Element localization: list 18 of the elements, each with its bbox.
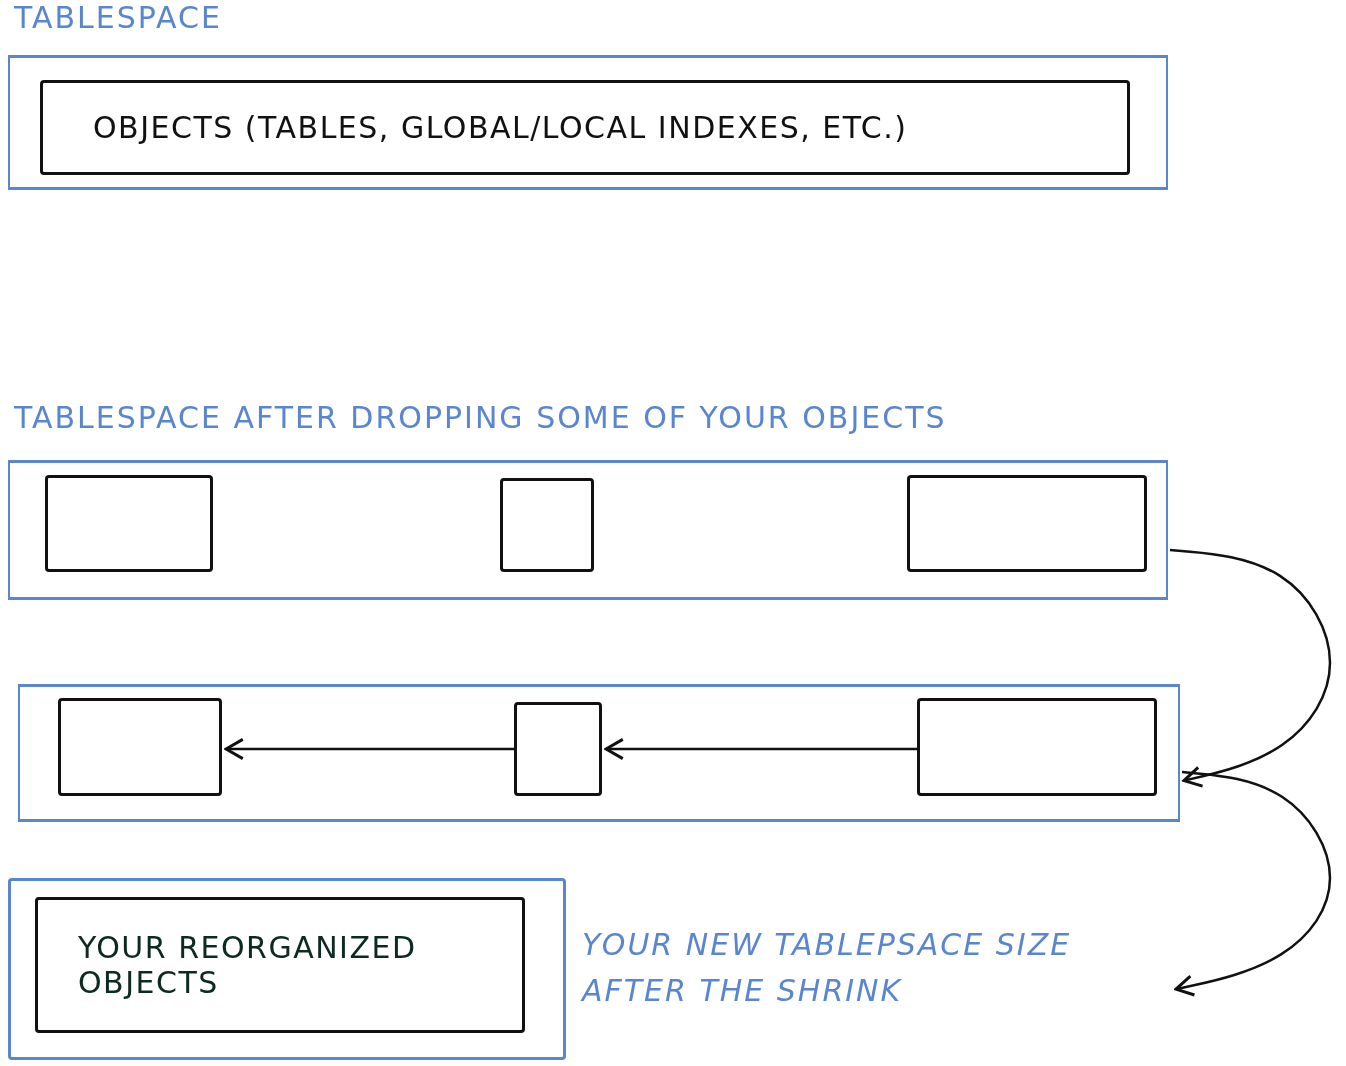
band-heading: TABLESPACE AFTER DROPPING SOME OF YOUR OBJECTS: [14, 400, 947, 435]
object-box: [40, 80, 1130, 175]
tablespace-band: [8, 878, 566, 1060]
object-block: [45, 475, 213, 572]
object-box: [35, 897, 525, 1033]
band-heading: TABLESPACE: [14, 0, 222, 35]
object-label: YOUR REORGANIZED OBJECTS: [77, 930, 418, 1000]
object-block: [917, 698, 1157, 796]
object-block: [58, 698, 222, 796]
arrow: [224, 737, 514, 761]
object-block: [500, 478, 594, 572]
object-block: [907, 475, 1147, 572]
note-text: YOUR NEW TABLEPSACE SIZE AFTER THE SHRINK: [582, 926, 1073, 1010]
object-label: OBJECTS (TABLES, GLOBAL/LOCAL INDEXES, ETC.): [92, 110, 909, 145]
arrow: [604, 737, 917, 761]
object-block: [514, 702, 602, 796]
arrow: [1169, 548, 1332, 788]
arrow: [1174, 770, 1332, 997]
